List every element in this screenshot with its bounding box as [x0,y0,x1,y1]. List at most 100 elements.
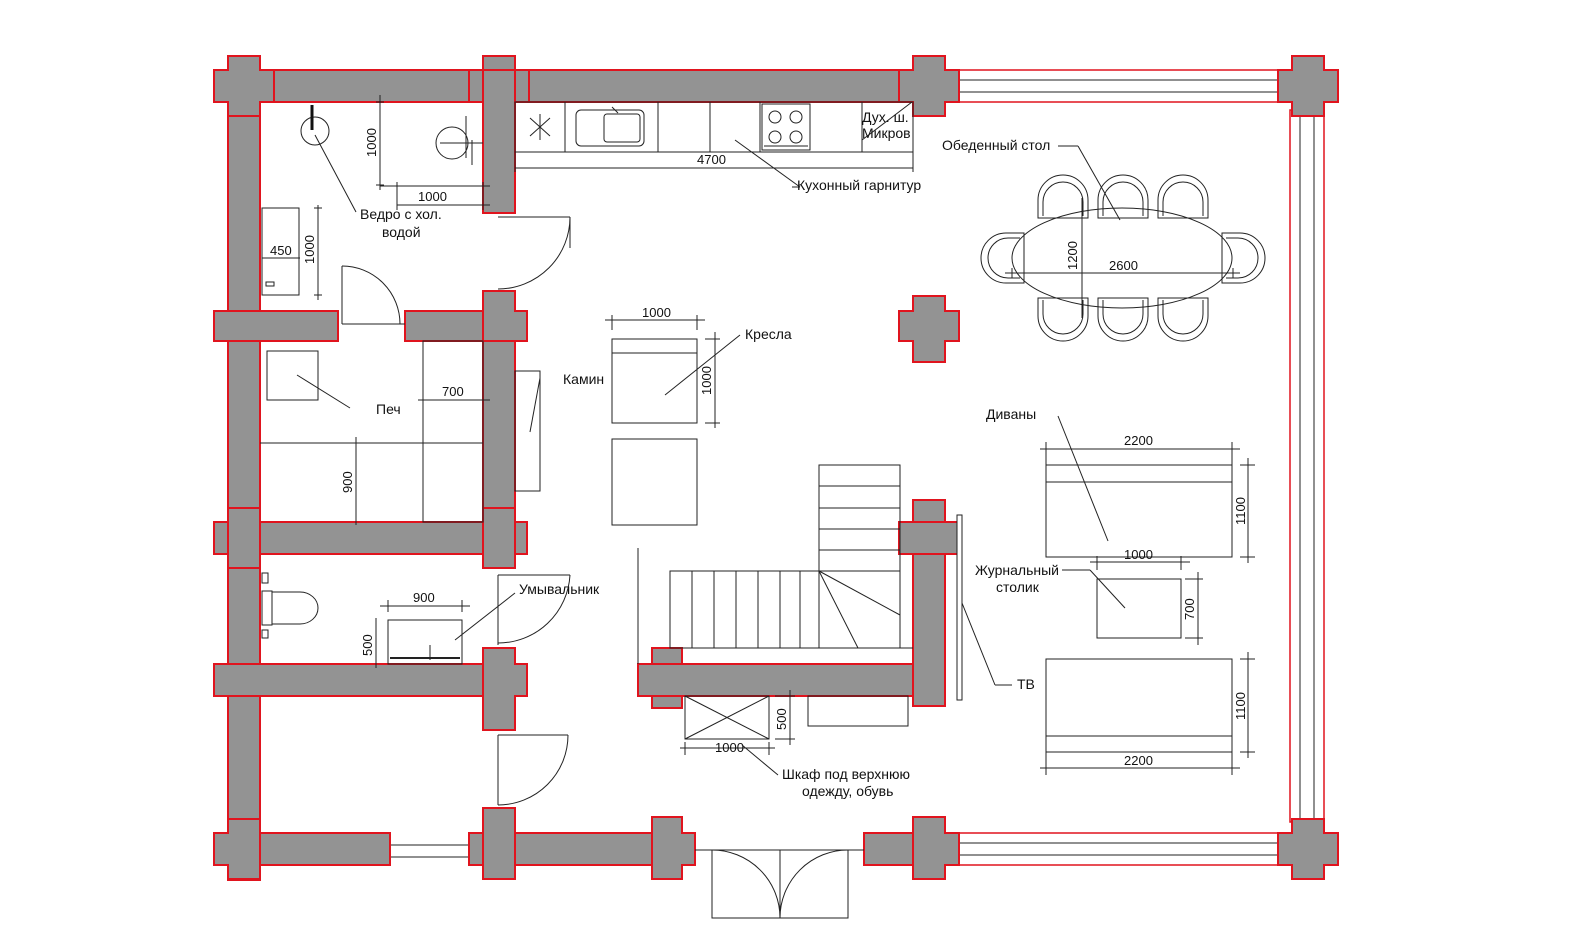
sink-icon [575,106,645,147]
door-wc-swing [497,574,571,644]
dim-sofa-bottom-length: 2200 [1124,753,1153,768]
washbasin-label: Умывальник [519,581,600,597]
wall-junction-lower [482,647,528,731]
wall-junction-bottom-2 [651,816,696,880]
toilet-icon [261,572,319,639]
armchairs: 1000 1000 Кресла [605,305,792,526]
shower-icon [435,116,483,165]
dining-table-label: Обеденный стол [942,137,1050,153]
wall-junction-right-522 [482,507,516,569]
entrance-door-left [711,849,781,919]
dim-sofa-top-length: 2200 [1124,433,1153,448]
dim-shower-width: 1000 [418,189,447,204]
window-right [1289,109,1325,823]
coffee-table [1096,578,1182,639]
sofas-label: Диваны [986,406,1036,422]
dim-armchair-height: 1000 [699,366,714,395]
dim-tank-height: 1000 [302,235,317,264]
dim-dining-width: 1200 [1065,241,1080,270]
dim-stove-depth: 900 [340,471,355,493]
wall-corner-top-left [213,55,275,117]
dim-tank-width: 450 [270,243,292,258]
fireplace-label: Камин [563,371,604,387]
dim-shower-height: 1000 [364,128,379,157]
dim-sofa-top-depth: 1100 [1233,497,1248,525]
wc-room: 900 500 Умывальник [261,572,600,668]
tv-label: ТВ [1017,676,1035,692]
column-center [898,295,960,363]
bucket-label-2: водой [382,224,421,240]
wall-junction-left-522 [227,507,261,569]
wardrobe: 1000 500 Шкаф под верхнюю одежду, обувь [680,690,910,799]
dining-area: 2600 1200 Обеденный стол [942,137,1266,342]
door-lower-room [497,734,569,806]
wall-mid-horizontal [213,521,528,555]
wall-lower-horizontal [213,663,528,697]
dining-table [1011,207,1233,309]
hob-icon [761,103,811,151]
wall-left [227,69,261,881]
stove-room: Печ 700 900 [260,340,490,525]
fireplace: Камин [514,370,604,492]
water-tank [261,207,300,296]
dim-wardrobe-depth: 500 [774,708,789,730]
window-top-right [954,69,1281,103]
tv-panel [956,514,963,701]
staircase [637,464,913,664]
dim-coffee-table-length: 1000 [1124,547,1153,562]
dim-wardrobe-width: 1000 [715,740,744,755]
doors [341,216,864,919]
armchair-1 [611,338,698,424]
wall-mid-left-a [213,310,339,342]
wall-junction-top-right [898,55,960,117]
dim-stove-width: 700 [442,384,464,399]
wall-corner-bottom-left [213,818,261,880]
shower-area: 1000 1000 Ведро с хол. водой 450 1000 [261,95,490,300]
walls [213,55,1339,881]
dim-washbasin-depth: 500 [360,634,375,656]
dim-armchair-width: 1000 [642,305,671,320]
wall-corner-bottom-right [1277,818,1339,880]
wardrobe-label-2: одежду, обувь [802,783,893,799]
oven-label-2: Микров [862,125,911,141]
sofas-area: 2200 1100 Диваны 1000 700 Журнальный сто… [975,406,1255,775]
wall-corner-top-right [1277,55,1339,117]
door-stove-room [341,265,401,325]
dining-chairs [980,174,1266,342]
kitchen-set-label: Кухонный гарнитур [797,177,921,193]
wall-junction-bottom-3 [912,816,960,880]
wall-bath-vertical [482,69,516,214]
window-bottom-right [949,832,1281,866]
wall-junction-bottom-1 [482,807,516,880]
wardrobe-label-1: Шкаф под верхнюю [782,766,910,782]
coffee-table-label-2: столик [996,579,1040,595]
sofa-top [1045,464,1233,558]
dim-washbasin-width: 900 [413,590,435,605]
washbasin-icon [387,619,463,665]
stove-body [422,340,484,523]
wall-stair-stub [651,647,683,665]
door-kitchen-swing [497,216,571,290]
wall-stove-vertical [482,340,516,523]
bucket-icon [300,105,330,146]
dim-kitchen-length: 4700 [697,152,726,167]
stove-label: Печ [376,401,401,417]
dim-coffee-table-depth: 700 [1182,598,1197,620]
wall-stair-cross [898,521,960,555]
window-glazing [243,69,1325,866]
corner-cabinet-icon [529,114,551,140]
window-bottom-left [389,844,471,858]
bucket-label-1: Ведро с хол. [360,206,442,222]
armchairs-label: Кресла [745,326,792,342]
stove-box [266,350,319,401]
wall-stair-stub-2 [651,695,683,709]
dim-sofa-bottom-depth: 1100 [1233,692,1248,720]
coffee-table-label-1: Журнальный [975,562,1059,578]
armchair-2 [611,438,698,526]
oven-label-1: Дух. ш. [862,109,909,125]
wall-top [213,69,955,103]
tv: ТВ [956,514,1035,701]
dim-dining-length: 2600 [1109,258,1138,273]
sofa-bottom [1045,658,1233,753]
